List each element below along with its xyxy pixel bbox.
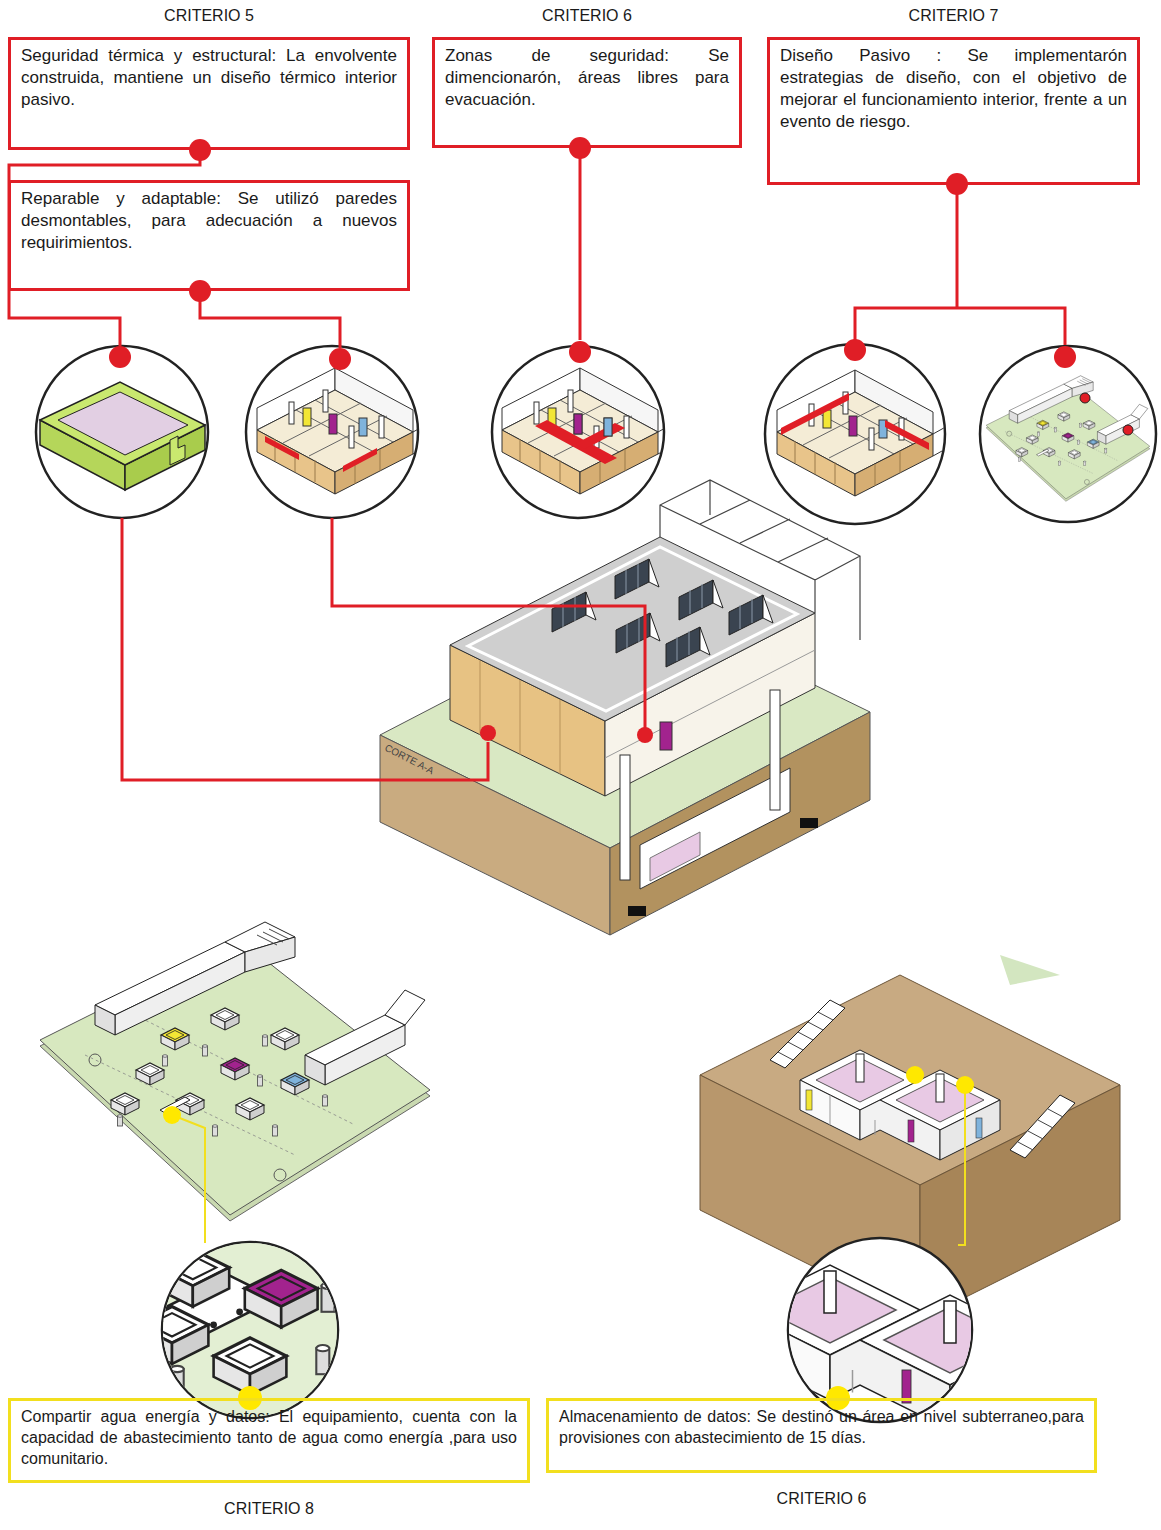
criterion-box: Compartir agua energía y datos: El equip…: [8, 1398, 530, 1483]
criterion-heading: CRITERIO 5: [0, 7, 427, 25]
criterion-heading: CRITERIO 7: [750, 7, 1157, 25]
criterion-heading: CRITERIO 6: [415, 7, 759, 25]
criterion-text: Diseño Pasivo : Se implementarón estrate…: [770, 40, 1137, 147]
criterion-box: Almacenamiento de datos: Se destinó un á…: [546, 1398, 1097, 1473]
criterion-text: Zonas de seguridad: Se dimencionarón, ár…: [435, 40, 739, 125]
criterion-heading: CRITERIO 8: [0, 1500, 547, 1518]
criterion-text: Seguridad térmica y estructural: La envo…: [11, 40, 407, 125]
section-label: CORTE A-A: [383, 742, 436, 776]
criterion-box: CRITERIO 5Seguridad térmica y estructura…: [8, 37, 410, 150]
criterion-text: Compartir agua energía y datos: El equip…: [11, 1401, 527, 1479]
criterion-box: CRITERIO 6Zonas de seguridad: Se dimenci…: [432, 37, 742, 148]
criterion-box: Reparable y adaptable: Se utilizó parede…: [8, 180, 410, 291]
criterion-text: Almacenamiento de datos: Se destinó un á…: [549, 1401, 1094, 1459]
criterion-text: Reparable y adaptable: Se utilizó parede…: [11, 183, 407, 268]
criterion-heading: CRITERIO 6: [529, 1490, 1114, 1508]
criterion-box: CRITERIO 7Diseño Pasivo : Se implementar…: [767, 37, 1140, 185]
